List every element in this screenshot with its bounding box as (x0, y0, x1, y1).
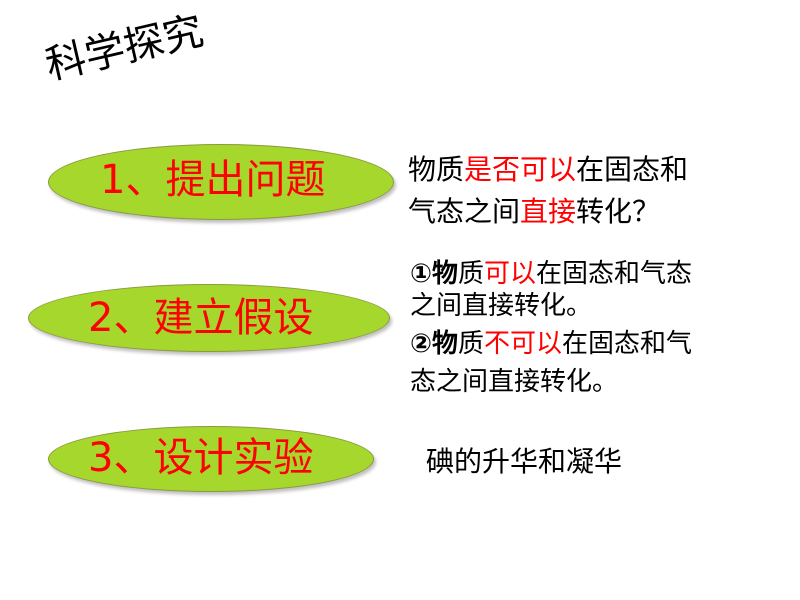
question-text: 气态之间 (408, 195, 521, 228)
step-oval-3 (48, 426, 374, 492)
step-label-1: 1、提出问题 (100, 157, 326, 203)
hypothesis-marker: ①物 (410, 259, 459, 289)
question-line-1: 物质是否可以在固态和 (408, 150, 688, 190)
step-label-3: 3、设计实验 (88, 435, 314, 481)
question-highlight: 是否可以 (464, 153, 577, 186)
question-line-2: 气态之间直接转化？ (408, 192, 660, 232)
hypothesis-1-line-2: 之间直接转化。 (410, 291, 593, 321)
hypothesis-text: 质 (458, 259, 485, 289)
hypothesis-text: 质 (458, 329, 485, 359)
question-text: 在固态和 (576, 153, 689, 186)
experiment-text: 碘的升华和凝华 (426, 445, 623, 478)
step-oval-2 (28, 284, 390, 352)
hypothesis-marker: ②物 (410, 329, 459, 359)
question-text: 转化？ (576, 195, 661, 228)
hypothesis-highlight: 不可以 (484, 329, 563, 359)
hypothesis-highlight: 可以 (484, 259, 537, 289)
hypothesis-text: 在固态和气 (562, 329, 693, 359)
step-label-2: 2、建立假设 (88, 295, 314, 341)
slide-title: 科学探究 (41, 8, 208, 90)
hypothesis-2-line-2: 态之间直接转化。 (410, 367, 619, 397)
question-highlight: 直接 (520, 195, 577, 228)
hypothesis-2-line-1: ②物质不可以在固态和气 (410, 328, 692, 360)
hypothesis-text: 在固态和气态 (536, 259, 693, 289)
step-oval-1 (48, 144, 394, 220)
question-text: 物质 (408, 153, 465, 186)
hypothesis-1-line-1: ①物质可以在固态和气态 (410, 258, 692, 290)
